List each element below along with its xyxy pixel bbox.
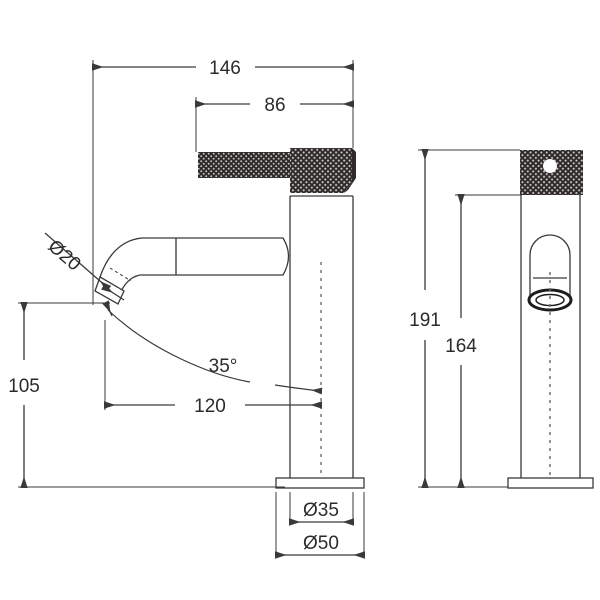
- dimension-label-35deg: 35°: [209, 356, 238, 377]
- handle-pivot-hole: [543, 159, 557, 173]
- front-elevation-view: [507, 195, 594, 489]
- dimension-label-120: 120: [194, 396, 226, 417]
- dimension-35deg: 35°: [102, 300, 323, 395]
- handle-side-face: [344, 148, 356, 193]
- dimension-label-164: 164: [445, 336, 477, 357]
- dimension-164: 164: [445, 193, 521, 489]
- dimension-146: 146: [91, 58, 355, 305]
- base-flange: [275, 477, 365, 489]
- dimension-label-86: 86: [264, 95, 285, 116]
- dimension-label-d50: Ø50: [303, 533, 339, 554]
- handle-lever: [198, 148, 356, 193]
- spout-arm: [140, 237, 290, 276]
- dimension-label-146: 146: [209, 58, 241, 79]
- leader-arrow-d20-back: [100, 283, 125, 301]
- front-spout-outlet: [527, 234, 573, 312]
- dimension-d50: Ø50: [274, 492, 366, 559]
- dimension-label-d35: Ø35: [303, 500, 339, 521]
- angle-arrow-start: [102, 300, 113, 317]
- front-base-flange: [507, 477, 594, 489]
- dimension-label-191: 191: [409, 310, 441, 331]
- dimension-86: 86: [194, 95, 355, 152]
- faucet-body-column: [289, 196, 354, 478]
- dimension-120: 120: [103, 320, 323, 417]
- dimension-label-105: 105: [8, 376, 40, 397]
- leader-line-d20: [44, 232, 112, 292]
- dimension-d35: Ø35: [288, 492, 355, 526]
- dimension-105: 105: [8, 301, 285, 489]
- front-handle-block: [520, 150, 583, 195]
